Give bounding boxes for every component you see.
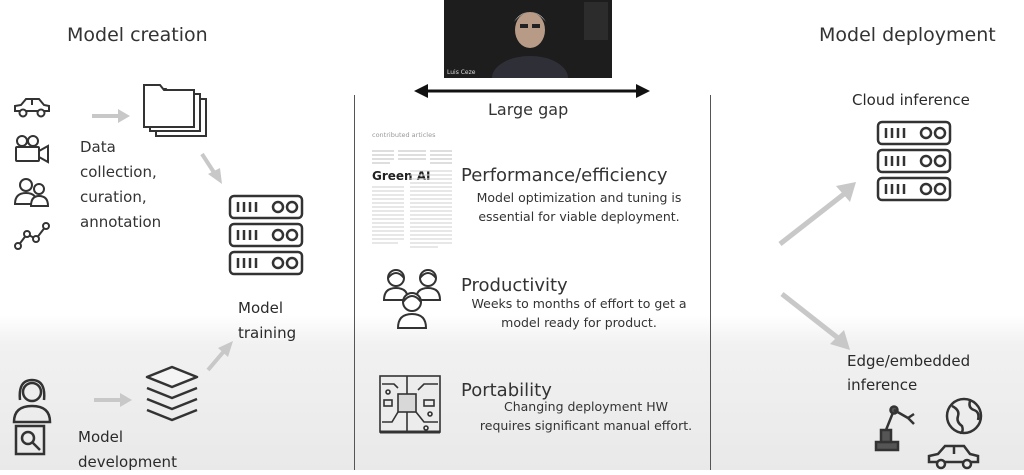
edge-inference-label: Edge/embedded inference: [847, 352, 971, 394]
performance-efficiency-title: Performance/efficiency: [461, 165, 668, 186]
cloud-inference-label: Cloud inference: [852, 91, 970, 109]
productivity-text: Weeks to months of effort to get a model…: [471, 296, 687, 330]
large-gap-label: Large gap: [488, 100, 569, 119]
model-training-label: Model training: [238, 299, 297, 342]
divider: [710, 95, 711, 470]
flow-arrow: [94, 392, 134, 408]
robot-arm-icon: [872, 402, 918, 452]
flow-arrow: [206, 340, 236, 372]
server-rack-icon: [228, 194, 304, 276]
circuit-board-icon: [378, 374, 442, 436]
model-deployment-title: Model deployment: [819, 24, 996, 46]
folders-icon: [142, 84, 210, 144]
speaker-video[interactable]: Luis Ceze: [444, 0, 612, 78]
data-collection-label: Data collection, curation, annotation: [80, 138, 162, 231]
flow-arrow: [778, 180, 858, 248]
line-chart-icon: [14, 222, 50, 250]
portability-text: Changing deployment HW requires signific…: [479, 399, 693, 433]
green-ai-article-thumbnail: contributed articles Green AI: [372, 131, 452, 248]
double-arrow-icon: [412, 82, 652, 100]
cloud-server-rack-icon: [876, 120, 952, 202]
people-icon: [12, 176, 52, 208]
speaker-name-tag: Luis Ceze: [447, 69, 476, 76]
group-of-people-icon: [382, 264, 444, 332]
model-development-label: Model development: [78, 428, 177, 471]
flow-arrow: [200, 152, 226, 186]
portability-title: Portability: [461, 380, 552, 401]
layers-icon: [144, 364, 200, 428]
model-creation-title: Model creation: [67, 24, 208, 46]
flow-arrow: [780, 292, 852, 352]
flow-arrow: [92, 108, 132, 124]
car-icon: [926, 442, 982, 470]
video-camera-icon: [14, 134, 50, 164]
globe-icon: [944, 396, 984, 436]
performance-efficiency-text: Model optimization and tuning is essenti…: [476, 190, 682, 224]
divider: [354, 95, 355, 470]
person-icon: [10, 374, 54, 424]
magnifier-icon: [14, 424, 46, 456]
car-icon: [12, 95, 52, 119]
productivity-title: Productivity: [461, 275, 568, 296]
